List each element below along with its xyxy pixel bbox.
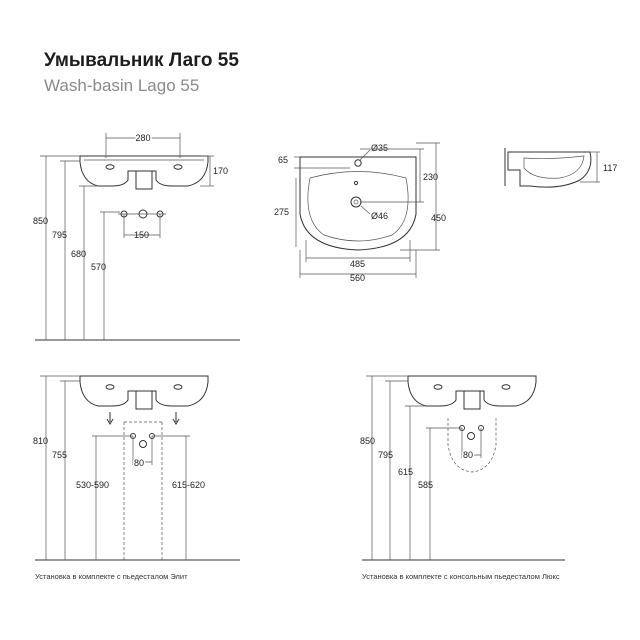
basin-elit	[79, 375, 209, 407]
overflow-hole	[353, 180, 359, 186]
basin-lux	[407, 375, 537, 407]
dim-850: 850	[33, 216, 48, 226]
dim-530-590: 530-590	[76, 480, 109, 490]
dim-drain: Ø46	[371, 211, 388, 221]
dim-615-620: 615-620	[172, 480, 205, 490]
siphon-stub	[135, 170, 153, 190]
pedestal-elit-view: 80 810 755 530-590 615-620 Установка в к…	[33, 375, 240, 581]
dim-170: 170	[213, 166, 228, 176]
dim-485: 485	[350, 259, 365, 269]
section-view: 117	[504, 148, 617, 188]
dim-275: 275	[274, 207, 289, 217]
dim-65: 65	[278, 155, 288, 165]
arrow-right	[172, 412, 180, 425]
dim-795-lux: 795	[378, 450, 393, 460]
pedestal-elit	[123, 421, 163, 560]
dim-280: 280	[135, 133, 150, 143]
overflow-left	[105, 164, 115, 170]
overflow-right	[173, 164, 183, 170]
dim-755: 755	[52, 450, 67, 460]
arrow-left	[106, 412, 114, 425]
dim-585-lux: 585	[418, 480, 433, 490]
dim-450: 450	[431, 213, 446, 223]
dim-hole: Ø35	[371, 143, 388, 153]
page-subtitle: Wash-basin Lago 55	[44, 76, 200, 95]
pedestal-lux	[447, 418, 497, 473]
tap-hole	[354, 159, 362, 167]
basin-section	[507, 151, 592, 188]
pedestal-lux-view: 80 850 795 615 585 Установка в комплекте…	[360, 375, 565, 581]
dim-850-lux: 850	[360, 436, 375, 446]
dim-560: 560	[350, 273, 365, 283]
top-view: Ø35 Ø46 65 275 230 450 485 560	[274, 142, 446, 283]
dim-80-lux: 80	[463, 450, 473, 460]
caption-lux: Установка в комплекте с консольным пьеде…	[362, 572, 560, 581]
dim-680: 680	[71, 249, 86, 259]
drain-hole	[350, 196, 362, 208]
dim-810: 810	[33, 436, 48, 446]
front-view-wall: 280 170 850 795 680 570 150	[33, 132, 240, 341]
caption-elit: Установка в комплекте с пьедесталом Элит	[35, 572, 188, 581]
basin-bowl	[307, 171, 409, 242]
dim-117: 117	[603, 163, 617, 173]
dim-570: 570	[91, 262, 106, 272]
basin-front	[79, 155, 209, 187]
page-title: Умывальник Лаго 55	[44, 50, 239, 71]
dim-80-elit: 80	[134, 458, 144, 468]
dim-230: 230	[423, 172, 438, 182]
dim-615-lux: 615	[398, 467, 413, 477]
dim-795: 795	[52, 230, 67, 240]
dim-150: 150	[134, 230, 149, 240]
basin-top	[299, 156, 417, 251]
